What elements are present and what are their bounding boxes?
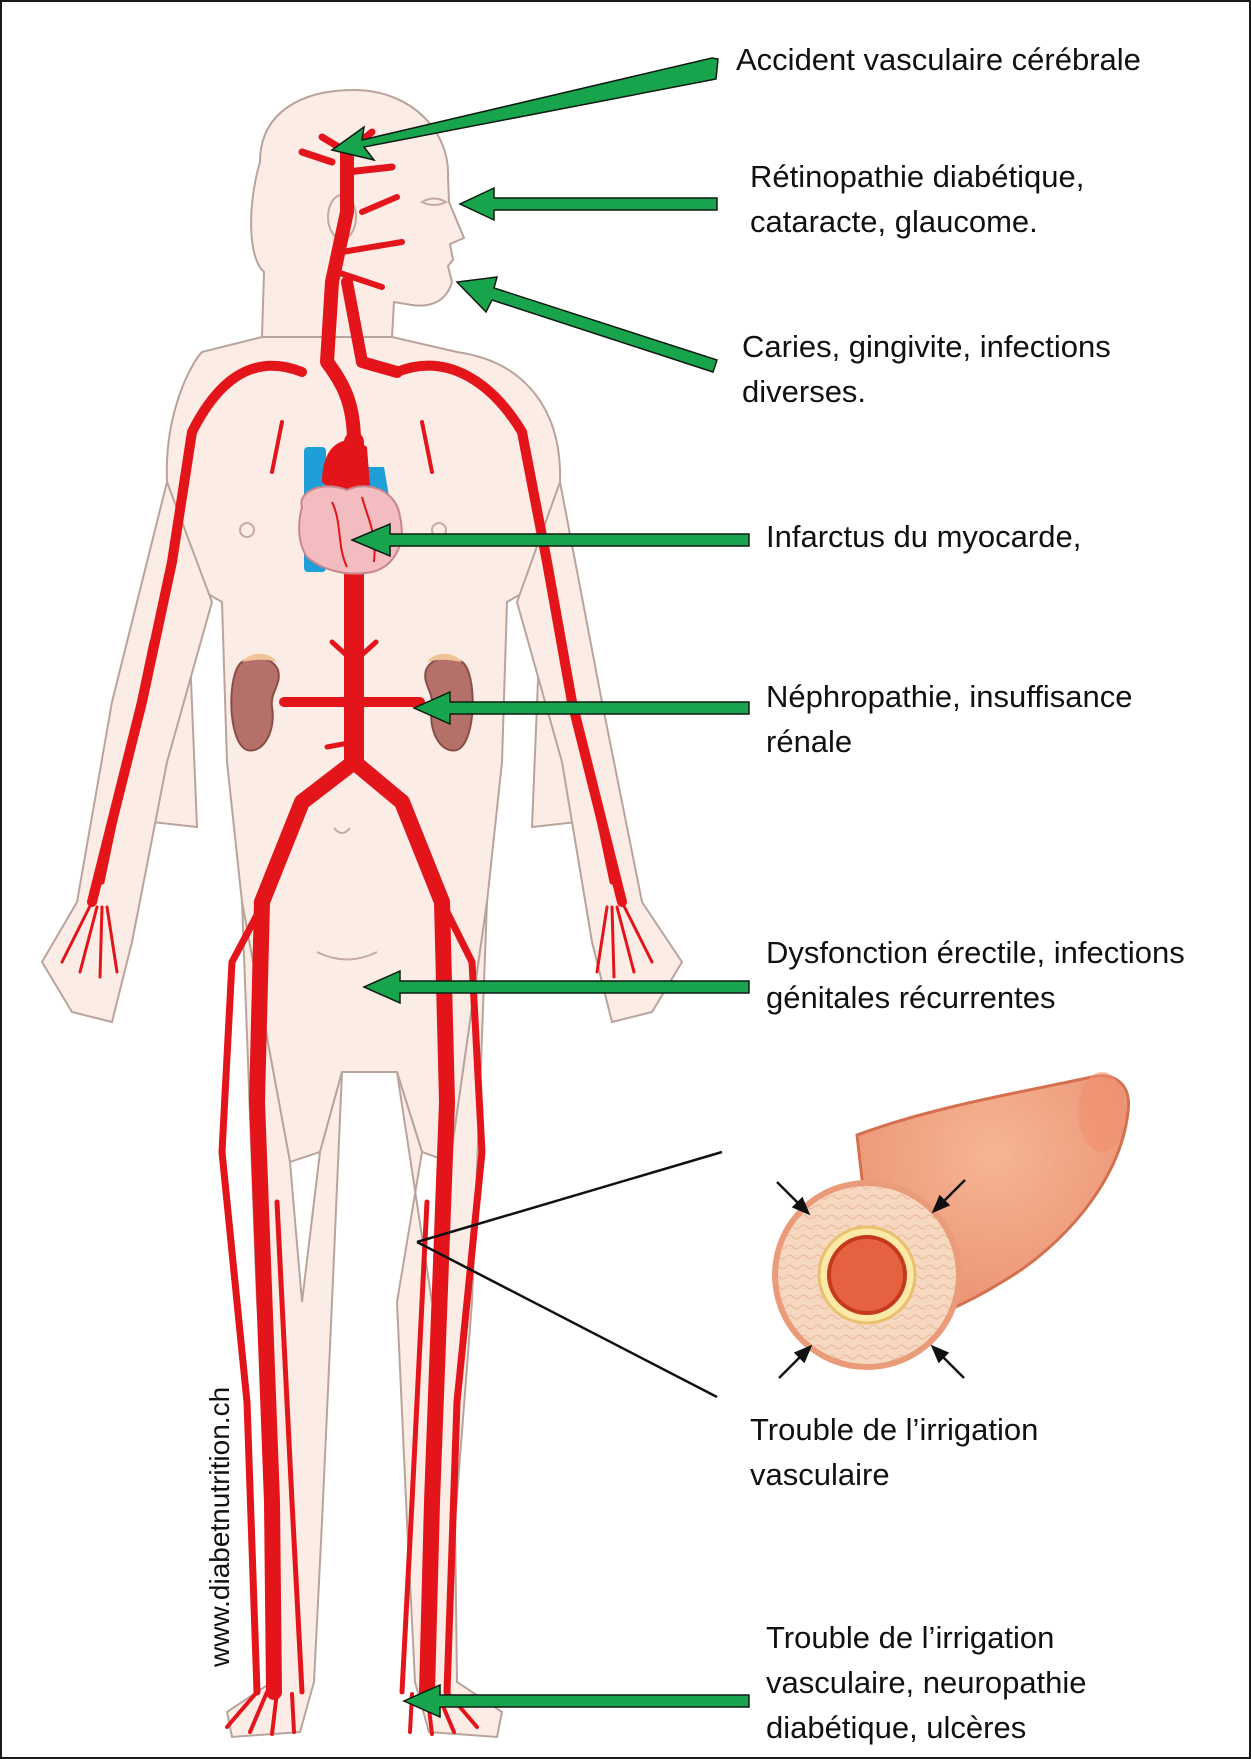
label-genital: Dysfonction érectile, infections génital…: [766, 930, 1185, 1020]
vessel-cross-section: [772, 1072, 1130, 1379]
label-kidney-line1: Néphropathie, insuffisance: [766, 679, 1133, 714]
label-vessel: Trouble de l’irrigation vasculaire: [750, 1407, 1038, 1497]
heart: [298, 440, 403, 575]
label-eye-line2: cataracte, glaucome.: [750, 204, 1038, 239]
label-vessel-line2: vasculaire: [750, 1457, 890, 1492]
label-heart: Infarctus du myocarde,: [766, 514, 1081, 559]
eye-outline: [419, 197, 449, 206]
label-foot: Trouble de l’irrigation vasculaire, neur…: [766, 1615, 1087, 1750]
label-foot-line1: Trouble de l’irrigation: [766, 1620, 1055, 1655]
label-mouth-line1: Caries, gingivite, infections: [742, 329, 1111, 364]
arrow-mouth: [455, 276, 718, 373]
arrow-heart: [350, 522, 750, 558]
arrow-eye: [458, 186, 718, 222]
left-adrenal: [242, 653, 277, 662]
aortic-arch: [322, 440, 370, 497]
label-kidney-line2: rénale: [766, 724, 853, 759]
label-mouth-line2: diverses.: [742, 374, 867, 409]
label-foot-line3: diabétique, ulcères: [766, 1710, 1027, 1745]
label-heart-line1: Infarctus du myocarde,: [766, 519, 1082, 554]
left-nipple: [239, 522, 255, 538]
label-mouth: Caries, gingivite, infections diverses.: [742, 324, 1111, 414]
label-genital-line2: génitales récurrentes: [766, 980, 1056, 1015]
label-vessel-line1: Trouble de l’irrigation: [750, 1412, 1039, 1447]
label-eye-line1: Rétinopathie diabétique,: [750, 159, 1085, 194]
label-eye: Rétinopathie diabétique, cataracte, glau…: [750, 154, 1084, 244]
heart-body: [298, 485, 403, 575]
pointer-arrows: [330, 57, 750, 1719]
label-genital-line1: Dysfonction érectile, infections: [766, 935, 1185, 970]
pelvis-line: [316, 951, 378, 961]
arrow-foot: [402, 1683, 750, 1719]
arrow-genital: [362, 969, 750, 1005]
pressure-arrows: [776, 1179, 966, 1379]
arrow-avc: [330, 57, 719, 162]
label-avc: Accident vasculaire cérébrale: [736, 37, 1141, 82]
vessel-lumen: [827, 1235, 907, 1315]
label-avc-line1: Accident vasculaire cérébrale: [736, 42, 1141, 77]
navel: [333, 827, 351, 834]
callout-lines: [416, 1150, 723, 1399]
label-foot-line2: vasculaire, neuropathie: [766, 1665, 1087, 1700]
arrow-kidney: [412, 690, 750, 726]
label-kidney: Néphropathie, insuffisance rénale: [766, 674, 1133, 764]
website-credit: www.diabetnutrition.ch: [204, 1386, 235, 1667]
left-kidney: [230, 656, 280, 752]
right-adrenal: [427, 653, 462, 662]
right-leg: [395, 901, 504, 1739]
